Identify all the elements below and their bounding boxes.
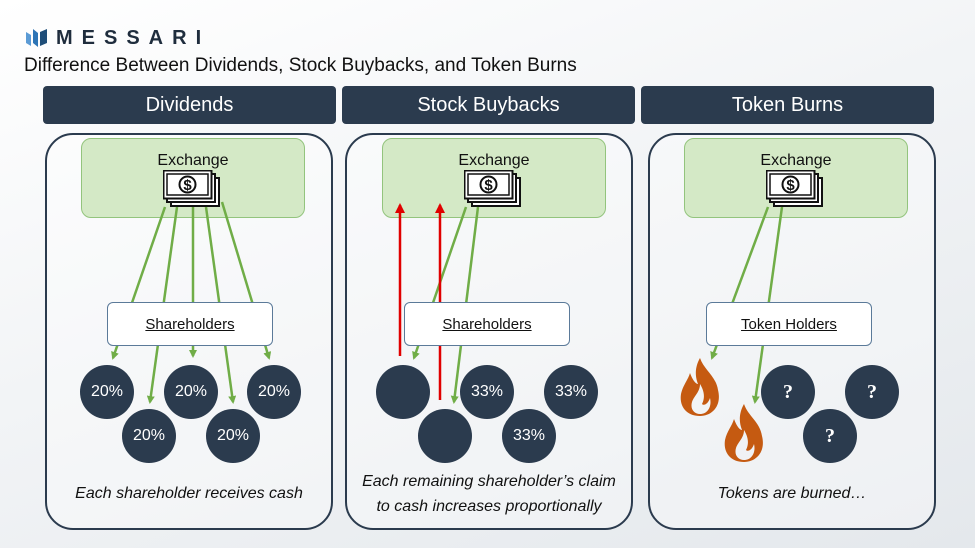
svg-text:$: $ xyxy=(786,177,795,194)
exchange-label: Exchange xyxy=(458,152,530,169)
share-circle: 33% xyxy=(460,365,514,419)
holder-box-dividends: Shareholders xyxy=(107,302,273,346)
messari-logo-icon xyxy=(26,29,47,47)
money-stack-icon: $ xyxy=(163,170,220,207)
header-token-burns: Token Burns xyxy=(641,86,934,124)
share-circle: 20% xyxy=(122,409,176,463)
brand-name: MESSARI xyxy=(56,26,211,49)
exchange-label: Exchange xyxy=(157,152,229,169)
share-circle: 20% xyxy=(206,409,260,463)
share-circle: 20% xyxy=(247,365,301,419)
token-circle: ? xyxy=(761,365,815,419)
caption-line: to cash increases proportionally xyxy=(376,498,602,515)
header-dividends: Dividends xyxy=(43,86,336,124)
messari-logo: MESSARI xyxy=(26,26,210,50)
caption-dividends: Each shareholder receives cash xyxy=(75,485,303,502)
page-title: Difference Between Dividends, Stock Buyb… xyxy=(24,55,577,76)
share-circle: 33% xyxy=(544,365,598,419)
money-stack-icon: $ xyxy=(766,170,823,207)
bought-back-share-circle xyxy=(418,409,472,463)
caption-burns: Tokens are burned… xyxy=(717,485,867,502)
svg-text:$: $ xyxy=(183,177,192,194)
svg-text:$: $ xyxy=(484,177,493,194)
money-stack-icon: $ xyxy=(464,170,521,207)
bought-back-share-circle xyxy=(376,365,430,419)
caption-buybacks: Each remaining shareholder’s claim to ca… xyxy=(345,469,633,519)
token-circle: ? xyxy=(845,365,899,419)
token-circle: ? xyxy=(803,409,857,463)
header-stock-buybacks: Stock Buybacks xyxy=(342,86,635,124)
flame-icon xyxy=(680,358,719,416)
share-circle: 20% xyxy=(80,365,134,419)
holder-box-burns: Token Holders xyxy=(706,302,872,346)
holder-box-buybacks: Shareholders xyxy=(404,302,570,346)
share-circle: 20% xyxy=(164,365,218,419)
exchange-label: Exchange xyxy=(760,152,832,169)
flame-icon xyxy=(724,404,763,462)
share-circle: 33% xyxy=(502,409,556,463)
caption-line: Each remaining shareholder’s claim xyxy=(362,473,616,490)
